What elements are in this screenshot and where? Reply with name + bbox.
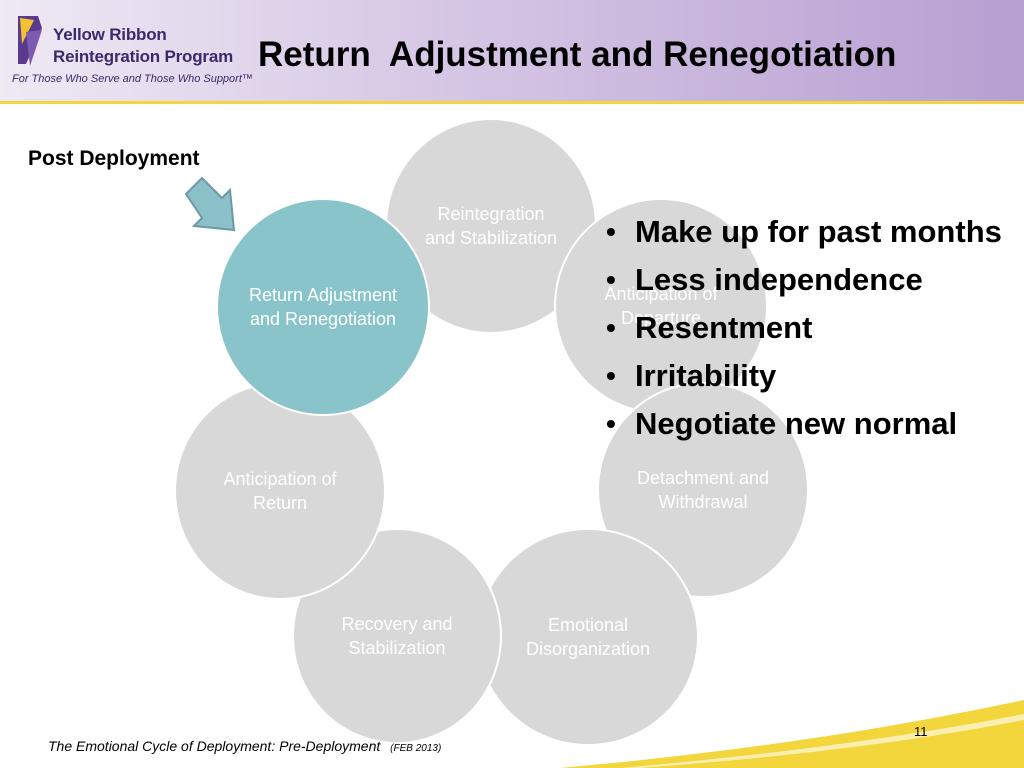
post-deployment-label: Post Deployment: [28, 147, 200, 170]
slide-title: Return Adjustment and Renegotiation: [258, 35, 897, 74]
logo-text-line1: Yellow Ribbon: [53, 25, 167, 44]
bullet-item: Negotiate new normal: [606, 404, 1016, 444]
bullet-list: Make up for past months Less independenc…: [606, 212, 1016, 452]
circle-label: Return Adjustment and Renegotiation: [248, 285, 398, 329]
logo-tagline: For Those Who Serve and Those Who Suppor…: [12, 73, 253, 85]
bullet-item: Resentment: [606, 308, 1016, 348]
circle-label: Anticipation of Return: [223, 469, 337, 513]
bullet-item: Irritability: [606, 356, 1016, 396]
header-band: Yellow Ribbon Reintegration Program For …: [0, 0, 1024, 104]
yellow-ribbon-logo: Yellow Ribbon Reintegration Program For …: [12, 14, 253, 94]
circle-label: Detachment and Withdrawal: [636, 468, 770, 512]
ribbon-icon: [18, 16, 42, 66]
cycle-circle-anticipation-return: Anticipation of Return: [174, 382, 386, 600]
circle-label: Emotional Disorganization: [525, 615, 651, 659]
footer-caption: The Emotional Cycle of Deployment: Pre-D…: [48, 738, 441, 754]
circle-label: Recovery and Stabilization: [341, 614, 453, 658]
cycle-circle-return-highlighted: Return Adjustment and Renegotiation: [216, 198, 430, 416]
footer-swoosh: [560, 700, 1024, 768]
footer-title: The Emotional Cycle of Deployment: Pre-D…: [48, 738, 381, 754]
bullet-item: Make up for past months: [606, 212, 1016, 252]
logo-text-line2: Reintegration Program: [53, 47, 233, 66]
circle-label: Reintegration and Stabilization: [424, 204, 558, 248]
pointer-arrow-icon: [184, 176, 236, 232]
page-number: 11: [914, 724, 928, 739]
cycle-circle-emotional-disorganization: Emotional Disorganization: [477, 528, 699, 746]
footer-date: (FEB 2013): [390, 743, 442, 754]
bullet-item: Less independence: [606, 260, 1016, 300]
